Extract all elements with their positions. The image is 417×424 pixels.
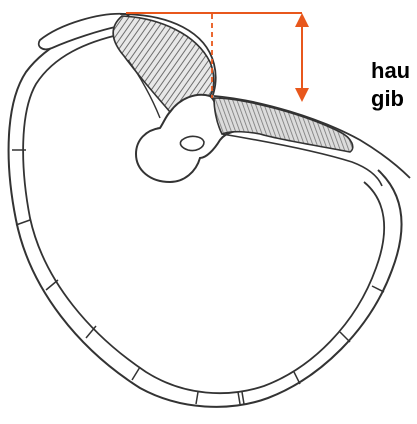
rib-segments <box>12 150 384 404</box>
right-muscle <box>214 98 353 152</box>
annotation-label-line2: gib <box>371 86 404 112</box>
annotation-label-line1: hau <box>371 58 410 84</box>
measure-arrow-icon <box>295 13 309 102</box>
spinal-canal <box>180 136 204 150</box>
